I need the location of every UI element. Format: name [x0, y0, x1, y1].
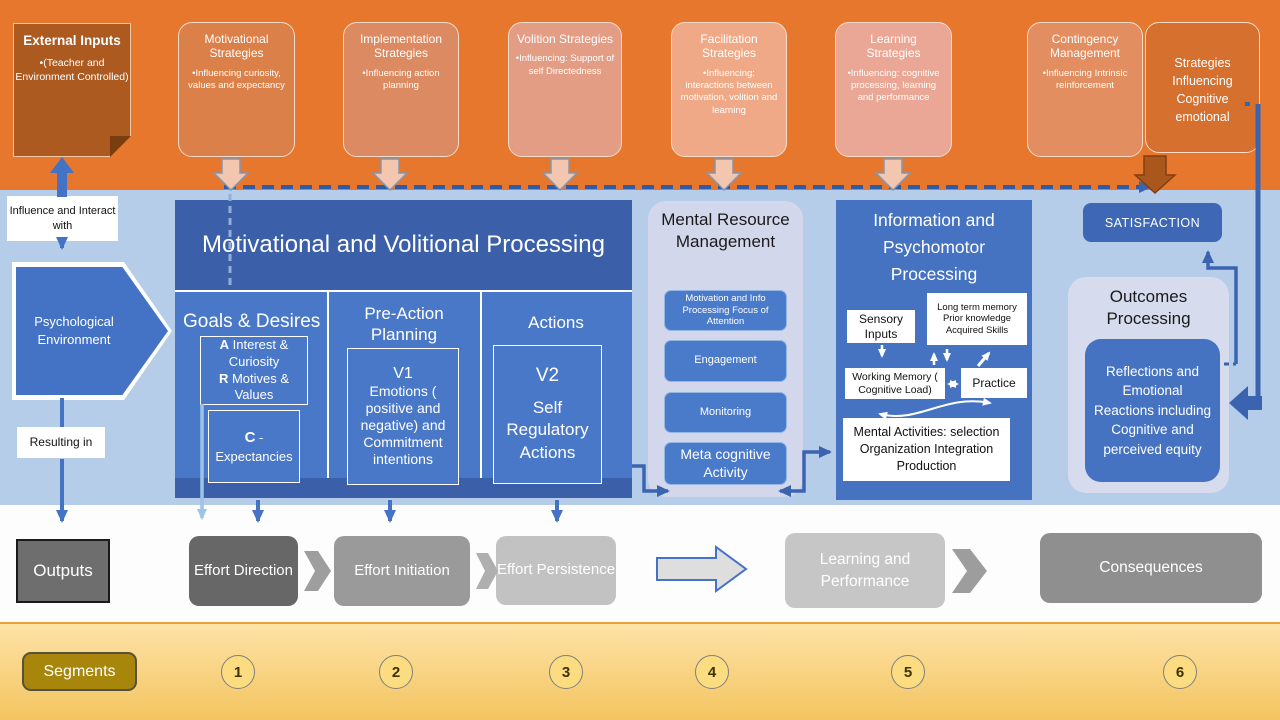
- sensory-inputs-box: Sensory Inputs: [847, 310, 915, 343]
- mrm-title: Mental Resource Management: [661, 210, 790, 252]
- reflections-text: Reflections and Emotional Reactions incl…: [1093, 363, 1212, 457]
- c-line1: C -: [244, 428, 264, 446]
- expectancies-box: C - Expectancies: [208, 410, 300, 483]
- psychological-environment-label: Psychological Environment: [34, 314, 114, 347]
- segment-circle-3: 3: [549, 655, 583, 689]
- effort-persistence-box: Effort Persistence: [496, 536, 616, 605]
- cognitive-emotional-strategies-box: Strategies Influencing Cognitive emotion…: [1145, 22, 1260, 153]
- strategy-body: •Influencing: Support of self Directedne…: [515, 53, 615, 77]
- external-inputs-title: External Inputs: [23, 33, 121, 48]
- monitoring-button: Monitoring: [664, 392, 787, 433]
- ar-line2: R Motives & Values: [218, 370, 290, 403]
- strategy-title: Implementation Strategies: [359, 32, 443, 61]
- external-inputs-body: •(Teacher and Environment Controlled): [15, 57, 129, 84]
- mvp-header: Motivational and Volitional Processing: [175, 200, 632, 290]
- segment-number: 5: [903, 663, 913, 681]
- segment-circle-5: 5: [891, 655, 925, 689]
- strategy-title: Contingency Management: [1049, 32, 1121, 61]
- v2-text: Self Regulatory Actions: [506, 398, 589, 462]
- segments-button: Segments: [22, 652, 137, 691]
- volition-strategies-box: Volition Strategies •Influencing: Suppor…: [508, 22, 622, 157]
- strategy-body: •Influencing Intrinsic reinforcement: [1042, 67, 1128, 92]
- effort-direction-box: Effort Direction: [189, 536, 298, 606]
- mvp-title: Motivational and Volitional Processing: [202, 231, 605, 258]
- motivational-strategies-box: Motivational Strategies •Influencing cur…: [178, 22, 295, 157]
- resulting-in-label: Resulting in: [17, 427, 105, 458]
- mvp-divider: [480, 290, 482, 478]
- facilitation-strategies-box: Facilitation Strategies •Influencing: in…: [671, 22, 787, 157]
- strategy-body: •Influencing: interactions between motiv…: [680, 67, 778, 116]
- v1-emotions-box: V1 Emotions ( positive and negative) and…: [347, 348, 459, 485]
- mvp-divider: [327, 290, 329, 478]
- mental-activities-box: Mental Activities: selection Organizatio…: [843, 418, 1010, 481]
- segment-number: 2: [391, 663, 401, 681]
- actions-header: Actions: [528, 313, 584, 332]
- segment-number: 4: [707, 663, 717, 681]
- segment-number: 1: [233, 663, 243, 681]
- strategy-body: •Influencing: cognitive processing, lear…: [847, 67, 940, 104]
- segment-number: 6: [1175, 663, 1185, 681]
- contingency-management-box: Contingency Management •Influencing Intr…: [1027, 22, 1143, 157]
- yellow-segments-band: [0, 622, 1280, 720]
- satisfaction-box: SATISFACTION: [1083, 203, 1222, 242]
- segment-circle-1: 1: [221, 655, 255, 689]
- c-line2: Expectancies: [215, 448, 293, 464]
- v2-label: V2: [535, 365, 560, 387]
- segment-circle-4: 4: [695, 655, 729, 689]
- preaction-header: Pre-Action Planning: [364, 304, 444, 345]
- engagement-button: Engagement: [664, 340, 787, 382]
- segment-circle-2: 2: [379, 655, 413, 689]
- v1-text: Emotions ( positive and negative) and Co…: [360, 382, 446, 468]
- segment-circle-6: 6: [1163, 655, 1197, 689]
- implementation-strategies-box: Implementation Strategies •Influencing a…: [343, 22, 459, 157]
- segment-number: 3: [561, 663, 571, 681]
- ipp-title: Information and Psychomotor Processing: [873, 210, 995, 285]
- consequences-box: Consequences: [1040, 533, 1262, 603]
- v1-label: V1: [393, 364, 413, 382]
- focus-of-attention-button: Motivation and Info Processing Focus of …: [664, 290, 787, 331]
- strategy-title: Strategies Influencing Cognitive emotion…: [1172, 55, 1233, 125]
- strategy-title: Facilitation Strategies: [700, 32, 758, 61]
- metacognitive-activity-button: Meta cognitive Activity: [664, 442, 787, 485]
- strategy-body: •Influencing curiosity, values and expec…: [188, 67, 285, 92]
- practice-box: Practice: [961, 368, 1027, 398]
- strategy-body: •Influencing action planning: [362, 67, 440, 92]
- strategy-title: Learning Strategies: [866, 32, 921, 61]
- learning-strategies-box: Learning Strategies •Influencing: cognit…: [835, 22, 952, 157]
- interest-curiosity-motives-box: A Interest & Curiosity R Motives & Value…: [200, 336, 308, 405]
- effort-initiation-box: Effort Initiation: [334, 536, 470, 606]
- strategy-title: Motivational Strategies: [204, 32, 269, 61]
- external-inputs-box: External Inputs •(Teacher and Environmen…: [13, 23, 131, 157]
- working-memory-box: Working Memory ( Cognitive Load): [845, 368, 945, 399]
- outcomes-title: Outcomes Processing: [1106, 287, 1191, 329]
- ar-line1: A Interest & Curiosity: [219, 336, 289, 369]
- reflections-box: Reflections and Emotional Reactions incl…: [1085, 339, 1220, 482]
- learning-performance-box: Learning and Performance: [785, 533, 945, 608]
- influence-interact-label: Influence and Interact with: [7, 196, 118, 241]
- goals-desires-header: Goals & Desires: [183, 311, 321, 332]
- strategy-title: Volition Strategies: [516, 32, 614, 46]
- v2-self-regulatory-box: V2 Self Regulatory Actions: [493, 345, 602, 484]
- long-term-memory-box: Long term memory Prior knowledge Acquire…: [927, 293, 1027, 345]
- outputs-box: Outputs: [16, 539, 110, 603]
